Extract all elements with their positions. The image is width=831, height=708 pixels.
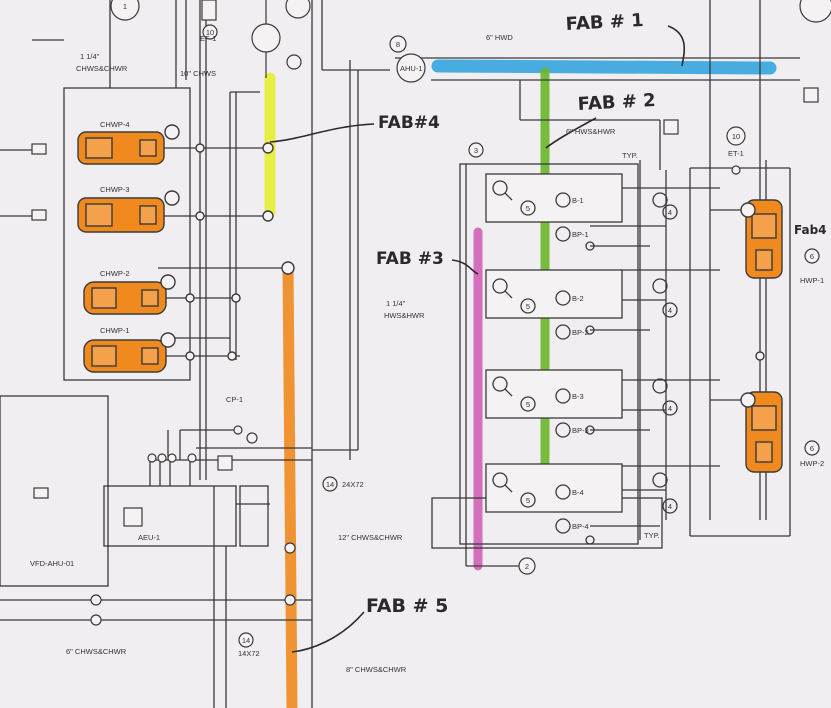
pump-hwp1 xyxy=(740,199,783,279)
label-ef: EF-1 xyxy=(200,34,216,43)
reference-numbers: 2 3 8 10 6 6 14 14 10 1 4 4 4 4 5 5 5 5 xyxy=(123,2,814,645)
fab4-leader xyxy=(269,123,375,143)
chilled-water-pumps xyxy=(77,124,295,373)
ref-num-2: 2 xyxy=(525,562,529,571)
label-ahu: AHU-1 xyxy=(400,64,423,73)
ref-num-4-c: 4 xyxy=(668,404,672,413)
fab5-orange-highlight xyxy=(282,262,298,708)
hot-water-pumps xyxy=(740,199,783,473)
label-vfd: VFD-AHU-01 xyxy=(30,559,74,568)
label-ref-14-b-sub: 14X72 xyxy=(238,649,260,658)
ref-num-4-a: 4 xyxy=(668,208,672,217)
ref-num-14-b: 14 xyxy=(242,636,250,645)
label-pipe-hwsr-b: HWS&HWR xyxy=(384,311,425,320)
fab4-right-label: Fab4 xyxy=(794,223,827,237)
label-pipe-114-a: 1 1/4" xyxy=(80,52,100,61)
ref-num-8: 8 xyxy=(396,40,400,49)
label-pipe-hwsr-c: 6" HWS&HWR xyxy=(566,127,616,136)
pump-chwp3 xyxy=(77,190,180,233)
duct-box xyxy=(239,485,269,547)
ref-num-10: 10 xyxy=(732,132,740,141)
ref-num-1: 1 xyxy=(123,2,127,11)
ref-num-6-b: 6 xyxy=(810,444,814,453)
label-b3: B-3 xyxy=(572,392,584,401)
label-et: ET-1 xyxy=(728,149,744,158)
fab5-leader xyxy=(291,611,365,653)
printed-labels: CHWP-4 CHWP-3 CHWP-2 CHWP-1 1 1/4" CHWS&… xyxy=(30,33,824,674)
label-hwp2: HWP-2 xyxy=(800,459,824,468)
pump-chwp1 xyxy=(83,332,176,373)
label-typ-top: TYP. xyxy=(622,151,638,160)
pump-hwp2 xyxy=(740,391,783,473)
label-chwp3: CHWP-3 xyxy=(100,185,130,194)
label-chwp2: CHWP-2 xyxy=(100,269,130,278)
label-typ-bot: TYP. xyxy=(644,531,660,540)
misc-symbols xyxy=(31,0,831,648)
label-pipe-6-hwd: 6" HWD xyxy=(486,33,513,42)
label-bp1: BP-1 xyxy=(572,230,589,239)
label-chws-8: 8" CHWS&CHWR xyxy=(346,665,407,674)
label-b1: B-1 xyxy=(572,196,584,205)
fab2-leader xyxy=(545,117,597,149)
ref-num-4-d: 4 xyxy=(668,502,672,511)
fab1-blue-highlight xyxy=(431,59,777,75)
label-b2: B-2 xyxy=(572,294,584,303)
label-bp2: BP-2 xyxy=(572,328,589,337)
ahu1-fan xyxy=(396,53,426,83)
boiler-3 xyxy=(485,369,623,419)
label-chws-12: 12" CHWS&CHWR xyxy=(338,533,403,542)
ref-num-3: 3 xyxy=(474,146,478,155)
boiler-1 xyxy=(485,173,623,223)
boiler-group xyxy=(485,173,678,545)
ref-num-6-a: 6 xyxy=(810,252,814,261)
label-cp: CP-1 xyxy=(226,395,243,404)
pipe-lines xyxy=(0,0,800,708)
left-bottom-enclosure xyxy=(0,395,109,587)
ahu-fan-symbol xyxy=(251,23,281,53)
label-pipe-114-b: 1 1/4" xyxy=(386,299,406,308)
pump-chwp2 xyxy=(83,274,176,315)
ref-num-5-d: 5 xyxy=(526,496,530,505)
boiler-4 xyxy=(485,463,623,513)
fab1-label: FAB # 1 xyxy=(565,10,644,35)
label-hwp1: HWP-1 xyxy=(800,276,824,285)
label-b4: B-4 xyxy=(572,488,584,497)
ref-num-5-c: 5 xyxy=(526,400,530,409)
handwritten-annotations: FAB # 1 FAB # 2 FAB#4 FAB #3 FAB # 5 Fab… xyxy=(269,10,827,653)
ref-num-10-top: 10 xyxy=(206,28,214,37)
left-equipment-enclosure xyxy=(63,87,191,381)
ref-num-5-b: 5 xyxy=(526,302,530,311)
label-pipe-10-chws: 10" CHWS xyxy=(180,69,216,78)
boiler-2 xyxy=(485,269,623,319)
fab4-label: FAB#4 xyxy=(378,113,440,133)
ref-num-14-a: 14 xyxy=(326,480,334,489)
label-bp4: BP-4 xyxy=(572,522,589,531)
label-ahu-box: AEU-1 xyxy=(138,533,160,542)
fab1-leader xyxy=(667,25,686,67)
ref-num-4-b: 4 xyxy=(668,306,672,315)
label-ref-14-a-sub: 24X72 xyxy=(342,480,364,489)
fab5-label: FAB # 5 xyxy=(366,595,448,617)
ref-num-5-a: 5 xyxy=(526,204,530,213)
pump-chwp4 xyxy=(77,124,180,165)
label-pipe-chws-a: CHWS&CHWR xyxy=(76,64,128,73)
boiler-enclosure xyxy=(459,163,639,545)
fab3-leader xyxy=(451,259,479,275)
fab3-label: FAB #3 xyxy=(376,249,444,269)
label-chws-6: 6" CHWS&CHWR xyxy=(66,647,127,656)
label-bp3: BP-3 xyxy=(572,426,589,435)
fab2-label: FAB # 2 xyxy=(577,90,656,115)
label-chwp1: CHWP-1 xyxy=(100,326,130,335)
label-chwp4: CHWP-4 xyxy=(100,120,130,129)
